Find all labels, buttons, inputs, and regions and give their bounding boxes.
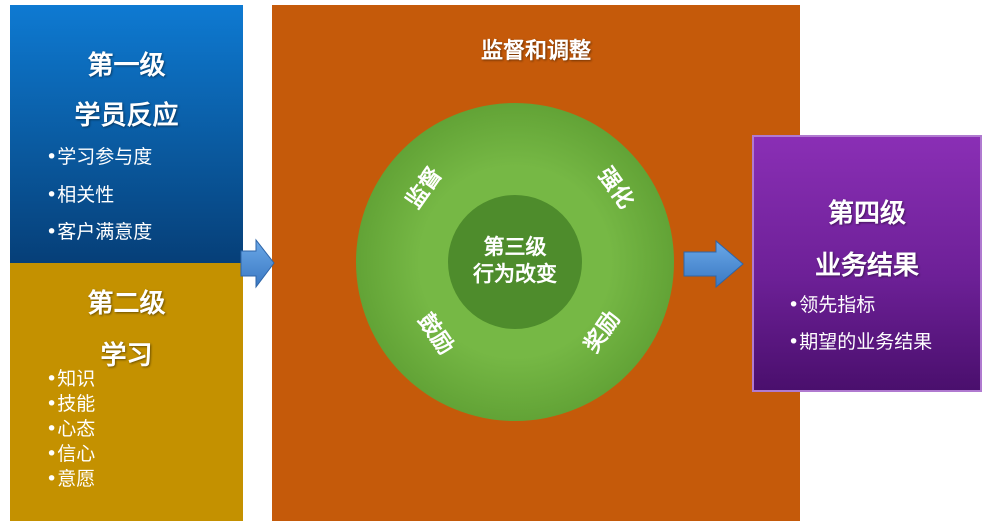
level2-subtitle: 学习 — [100, 341, 153, 371]
level1-list: •学习参与度 •相关性 •客户满意度 — [46, 139, 152, 252]
level2-title: 第二级 — [87, 289, 166, 319]
core-label-line2: 行为改变 — [472, 262, 557, 286]
level2-panel: 第二级 学习 •知识 •技能 •心态 •信心 •意愿 — [10, 263, 243, 521]
list-item: •心态 — [46, 418, 96, 440]
right-arrow-icon — [683, 239, 744, 289]
list-item: •意愿 — [46, 468, 96, 490]
list-item: •信心 — [46, 443, 96, 465]
level1-title: 第一级 — [87, 51, 166, 81]
list-item: •客户满意度 — [46, 221, 153, 243]
level4-panel: 第四级 业务结果 •领先指标 •期望的业务结果 — [752, 135, 982, 392]
list-item: •相关性 — [46, 183, 115, 206]
list-item: •学习参与度 — [46, 146, 153, 168]
level1-subtitle: 学员反应 — [74, 101, 179, 131]
list-item: •技能 — [46, 393, 96, 415]
center-title: 监督和调整 — [480, 39, 591, 64]
level4-list: •领先指标 •期望的业务结果 — [788, 287, 932, 361]
level2-list: •知识 •技能 •心态 •信心 •意愿 — [46, 367, 95, 492]
level1-panel: 第一级 学员反应 •学习参与度 •相关性 •客户满意度 — [10, 5, 243, 263]
core-label-line1: 第三级 — [484, 235, 547, 259]
right-arrow-icon — [240, 238, 275, 289]
list-item: •领先指标 — [788, 294, 876, 316]
list-item: •知识 — [46, 368, 96, 390]
behavior-change-core — [448, 195, 582, 329]
level4-title: 第四级 — [827, 199, 906, 229]
list-item: •期望的业务结果 — [788, 331, 933, 353]
level4-subtitle: 业务结果 — [814, 251, 919, 281]
